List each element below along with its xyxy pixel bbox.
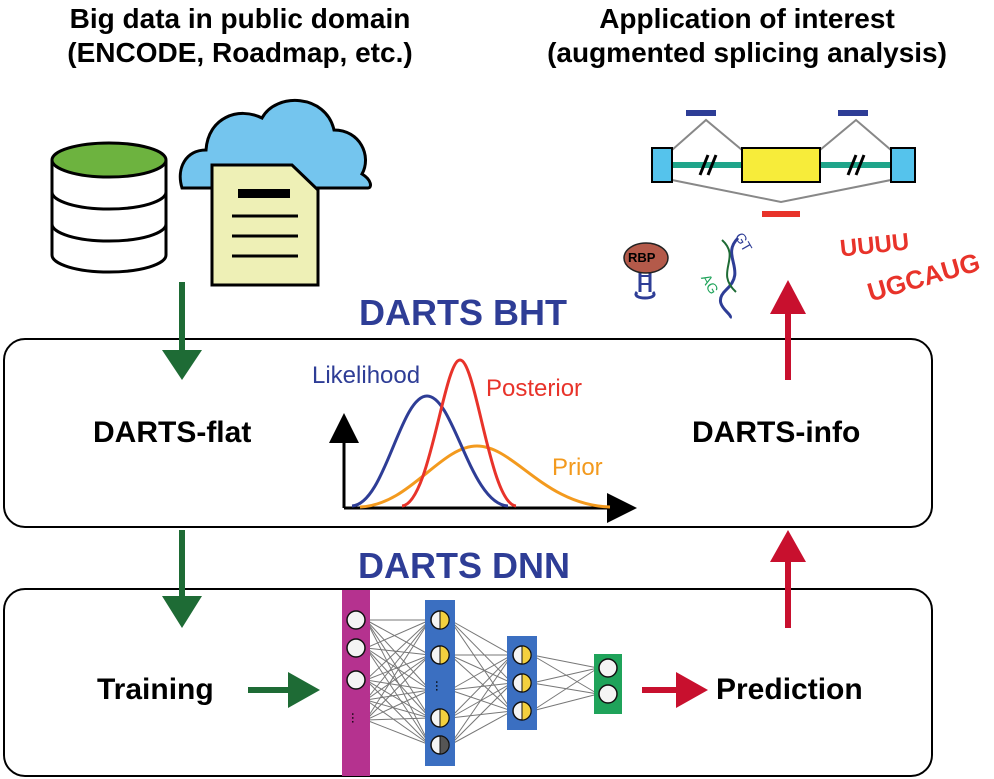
likelihood-curve bbox=[351, 394, 509, 508]
network-node-fill bbox=[439, 708, 450, 728]
network-edge bbox=[449, 654, 513, 712]
network-edge bbox=[365, 647, 431, 746]
network-edge bbox=[365, 679, 431, 746]
right-heading-line1: Application of interest bbox=[599, 3, 895, 34]
network-edge bbox=[365, 619, 431, 656]
input-ellipsis: ... bbox=[349, 712, 365, 724]
red-arrow-info-to-application bbox=[770, 280, 806, 380]
network-edge bbox=[365, 619, 431, 701]
network-nodes bbox=[346, 610, 618, 755]
network-edge bbox=[365, 654, 431, 721]
prediction-label: Prediction bbox=[716, 673, 863, 706]
green-arrow-flat-to-training bbox=[162, 530, 202, 628]
network-edge bbox=[365, 619, 431, 721]
green-arrow-training-to-network bbox=[248, 672, 320, 708]
bht-title: DARTS BHT bbox=[359, 292, 567, 333]
network-edge bbox=[449, 619, 513, 656]
left-heading-line1: Big data in public domain bbox=[69, 3, 411, 34]
network-edge bbox=[449, 710, 513, 746]
network-edge bbox=[365, 689, 431, 701]
network-edge bbox=[449, 654, 513, 746]
network-edge bbox=[449, 654, 513, 691]
network-edge bbox=[365, 619, 431, 681]
network-edge bbox=[531, 693, 599, 712]
network-edge bbox=[449, 654, 513, 719]
network-node-fill bbox=[439, 610, 450, 630]
rbp-label: RBP bbox=[628, 250, 656, 265]
network-node bbox=[598, 658, 618, 678]
network-edge bbox=[365, 619, 431, 691]
posterior-curve bbox=[401, 358, 517, 508]
darts-flat-label: DARTS-flat bbox=[93, 416, 252, 449]
red-arrow-prediction-to-info bbox=[770, 530, 806, 628]
network-node-fill bbox=[521, 701, 532, 721]
network-edge bbox=[365, 717, 431, 721]
network-edge bbox=[531, 667, 599, 712]
network-edge bbox=[365, 679, 431, 691]
network-node bbox=[346, 670, 366, 690]
network-edge bbox=[449, 619, 513, 712]
network-edge bbox=[365, 647, 431, 691]
network-edge bbox=[531, 654, 599, 695]
left-heading: Big data in public domain (ENCODE, Roadm… bbox=[0, 2, 480, 70]
bayesian-plot bbox=[329, 358, 637, 523]
network-edge bbox=[531, 682, 599, 695]
database-icon bbox=[50, 141, 168, 274]
green-arrow-data-to-flat bbox=[162, 282, 202, 380]
prior-curve bbox=[359, 444, 611, 509]
network-node-fill bbox=[521, 645, 532, 665]
splicing-diagram bbox=[651, 110, 916, 217]
hidden-ellipsis: ... bbox=[433, 680, 449, 692]
prior-label: Prior bbox=[552, 454, 603, 481]
network-edge bbox=[365, 647, 431, 656]
right-heading-line2: (augmented splicing analysis) bbox=[547, 37, 947, 68]
network-edge bbox=[531, 654, 599, 669]
network-edge bbox=[365, 654, 431, 681]
network-edge bbox=[449, 619, 513, 684]
network-node bbox=[346, 610, 366, 630]
left-heading-line2: (ENCODE, Roadmap, etc.) bbox=[67, 37, 413, 68]
network-node-fill bbox=[521, 673, 532, 693]
likelihood-label: Likelihood bbox=[312, 362, 421, 389]
network-node bbox=[598, 684, 618, 704]
right-heading: Application of interest (augmented splic… bbox=[500, 2, 994, 70]
dnn-panel bbox=[3, 588, 933, 777]
network-node-fill bbox=[439, 645, 450, 665]
network-edge bbox=[365, 619, 431, 649]
red-arrow-network-to-prediction bbox=[642, 672, 708, 708]
splice-site-icon bbox=[718, 236, 740, 320]
dnn-title: DARTS DNN bbox=[358, 545, 570, 586]
network-edge bbox=[449, 654, 513, 684]
network-edge bbox=[365, 699, 431, 746]
network-connections bbox=[365, 619, 599, 746]
network-node-fill bbox=[439, 735, 450, 755]
training-label: Training bbox=[97, 673, 214, 706]
network-edge bbox=[365, 654, 431, 701]
network-edge bbox=[365, 689, 431, 721]
darts-info-label: DARTS-info bbox=[692, 416, 861, 449]
document-icon bbox=[210, 163, 320, 287]
network-edge bbox=[365, 719, 431, 746]
rbp-icon bbox=[623, 242, 669, 300]
network-edge bbox=[449, 682, 513, 746]
posterior-label: Posterior bbox=[486, 375, 583, 402]
network-edge bbox=[365, 647, 431, 719]
network-edge bbox=[531, 667, 599, 684]
network-node bbox=[346, 638, 366, 658]
